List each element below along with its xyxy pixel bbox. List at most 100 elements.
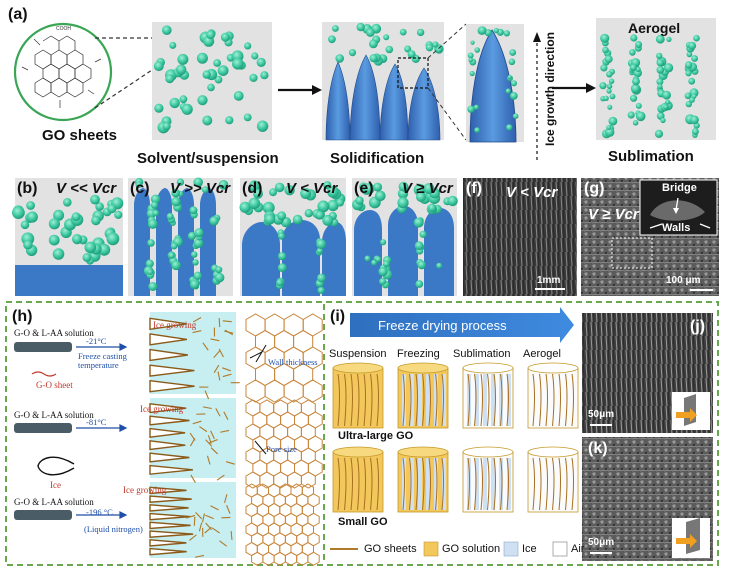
sublimation-i-label: Sublimation: [453, 348, 511, 360]
small-go-label: Small GO: [338, 516, 388, 528]
go-particle: [635, 41, 643, 48]
suspension-label: Suspension: [329, 348, 387, 360]
go-particle: [603, 95, 609, 102]
go-particle: [414, 241, 424, 251]
go-particle: [609, 93, 616, 100]
go-particle: [260, 71, 269, 80]
zoom-detail-box: [466, 24, 524, 143]
go-particle: [508, 58, 516, 66]
suspension-box: [152, 22, 272, 140]
panel-k-scale: 50μm: [588, 537, 615, 548]
go-particle: [602, 46, 609, 54]
panel-e-graphic: [352, 178, 458, 296]
panel-d-graphic: [239, 178, 346, 296]
go-particle: [470, 40, 475, 45]
go-sheets-label: GO sheets: [42, 127, 118, 144]
go-particle: [657, 83, 663, 90]
go-particle: [693, 34, 700, 42]
legend-ice: Ice: [522, 543, 537, 555]
go-particle: [417, 260, 427, 270]
go-particle: [277, 263, 287, 273]
panel-k-sem: [582, 437, 713, 561]
go-particle: [327, 186, 339, 198]
go-particle: [416, 28, 425, 37]
panel-d-letter: (d): [242, 180, 263, 197]
aerogel-box: [596, 18, 716, 140]
go-particle: [154, 103, 164, 113]
go-particle: [209, 216, 219, 226]
go-particle: [323, 181, 332, 190]
go-particle: [606, 71, 613, 78]
go-particle: [369, 54, 378, 63]
go-particle: [256, 57, 266, 67]
go-particle: [233, 91, 244, 101]
go-particle: [48, 218, 61, 230]
panel-c-letter: (c): [130, 180, 150, 197]
go-particle: [635, 111, 646, 122]
go-particle: [436, 262, 443, 269]
go-particle: [176, 178, 185, 186]
go-particle: [415, 280, 424, 288]
panel-b-letter: (b): [17, 180, 38, 197]
ice-growth-label: Ice growth direction: [543, 32, 557, 147]
panel-k-letter: (k): [588, 440, 608, 457]
go-particle: [12, 206, 25, 220]
walls-label: Walls: [662, 222, 691, 234]
go-particle: [474, 47, 481, 53]
go-particle: [162, 25, 172, 35]
go-particle: [23, 240, 33, 250]
go-particle: [685, 70, 692, 77]
go-particle: [192, 259, 199, 266]
go-particle: [632, 77, 640, 86]
go-particle: [656, 59, 664, 67]
go-particle: [98, 243, 111, 256]
go-particle: [168, 252, 175, 259]
panel-i-graphic: [330, 307, 579, 557]
go-particle: [63, 198, 72, 207]
go-particle: [630, 34, 638, 42]
go-particle: [685, 100, 692, 108]
go-particle: [239, 201, 251, 213]
legend-air: Air: [571, 543, 585, 555]
go-particle: [510, 80, 517, 87]
go-particle: [366, 28, 375, 37]
go-particle: [425, 43, 434, 52]
go-particle: [162, 122, 171, 131]
pore-size-label: Pore size: [266, 444, 297, 454]
go-particle: [467, 105, 475, 113]
panel-d-condition: V < Vcr: [286, 180, 338, 197]
go-particle: [663, 104, 669, 110]
go-particle: [147, 219, 158, 229]
solvent-label: Solvent/suspension: [137, 150, 279, 167]
go-particle: [364, 255, 371, 262]
go-particle: [419, 230, 427, 238]
go-particle: [114, 210, 123, 219]
go-particle: [608, 78, 615, 84]
go-particle: [427, 203, 437, 213]
aerogel-label: Aerogel: [628, 20, 681, 36]
ultra-large-go-label: Ultra-large GO: [338, 430, 414, 442]
go-particle: [684, 92, 692, 100]
ice-label: Ice: [50, 480, 61, 490]
go-particle: [635, 66, 641, 72]
go-particle: [604, 55, 613, 64]
go-particle: [26, 201, 35, 210]
go-particle: [106, 232, 120, 246]
freeze-casting-label: Freeze casting temperature: [78, 351, 127, 370]
panel-g-condition: V ≥ Vcr: [588, 206, 639, 223]
go-particle: [150, 194, 161, 204]
go-particle: [356, 22, 365, 32]
legend-go-sheets: GO sheets: [364, 543, 417, 555]
go-particle: [469, 70, 475, 77]
legend-go-solution: GO solution: [442, 543, 501, 555]
go-particle: [150, 201, 159, 209]
go-particle: [251, 52, 259, 60]
go-particle: [214, 75, 223, 84]
panel-h-graphic: [14, 312, 323, 566]
go-particle: [416, 192, 426, 202]
go-sheet-molecule: [13, 22, 113, 122]
go-particle: [473, 104, 479, 110]
go-particle: [369, 39, 378, 49]
aerogel-i-label: Aerogel: [523, 348, 561, 360]
go-particle: [691, 128, 699, 135]
